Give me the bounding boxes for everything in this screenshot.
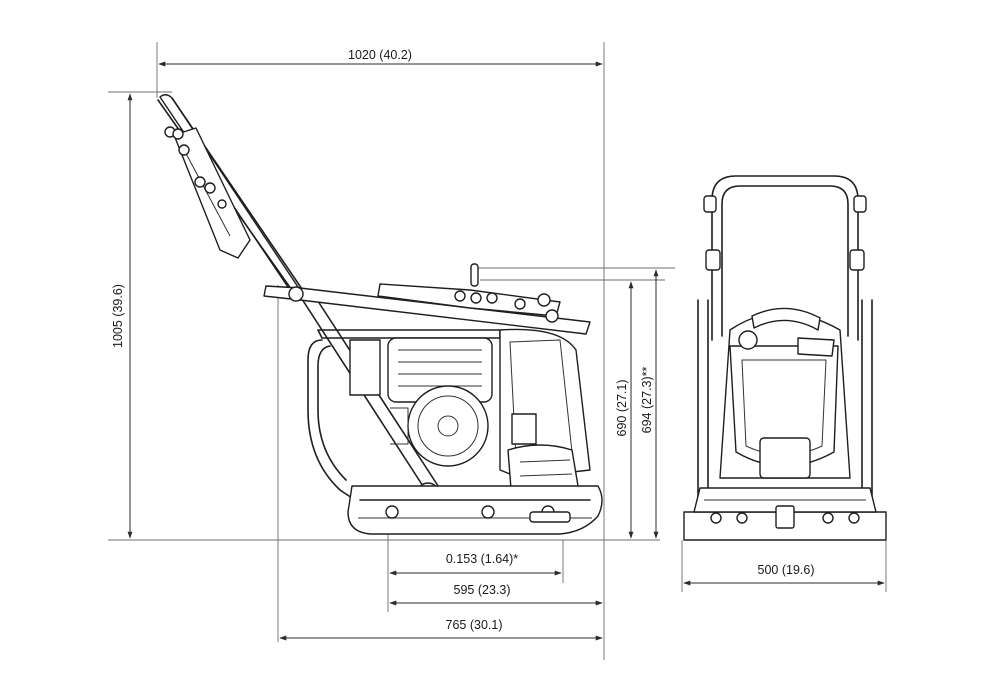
front-engine-body [719, 307, 851, 479]
extension-lines [108, 42, 887, 660]
height-694-label: 694 (27.3)** [640, 367, 654, 434]
side-view-compactor [157, 94, 603, 535]
body-length-label: 765 (30.1) [446, 618, 503, 632]
dimension-plate-length: 595 (23.3) [389, 583, 603, 606]
height-690-label: 690 (27.1) [615, 380, 629, 437]
plate-length-label: 595 (23.3) [454, 583, 511, 597]
overall-length-label: 1020 (40.2) [348, 48, 412, 62]
dimension-overall-length: 1020 (40.2) [158, 48, 603, 67]
dimension-plate-width: 500 (19.6) [683, 563, 885, 586]
dimension-0153: 0.153 (1.64)* [389, 552, 562, 576]
dim-0153-label: 0.153 (1.64)* [446, 552, 518, 566]
overall-height-label: 1005 (39.6) [111, 284, 125, 348]
front-handle-frame [697, 175, 873, 501]
dimension-height-694: 694 (27.3)** [640, 269, 659, 539]
dimension-overall-height: 1005 (39.6) [111, 93, 133, 539]
dimension-body-length: 765 (30.1) [279, 618, 603, 641]
front-base-plate [683, 487, 887, 541]
engine-frame [307, 328, 591, 503]
base-plate [347, 485, 603, 535]
folded-handle [263, 263, 591, 335]
plate-width-label: 500 (19.6) [758, 563, 815, 577]
dimension-height-690: 690 (27.1) [615, 281, 634, 539]
front-view-compactor [683, 175, 887, 541]
